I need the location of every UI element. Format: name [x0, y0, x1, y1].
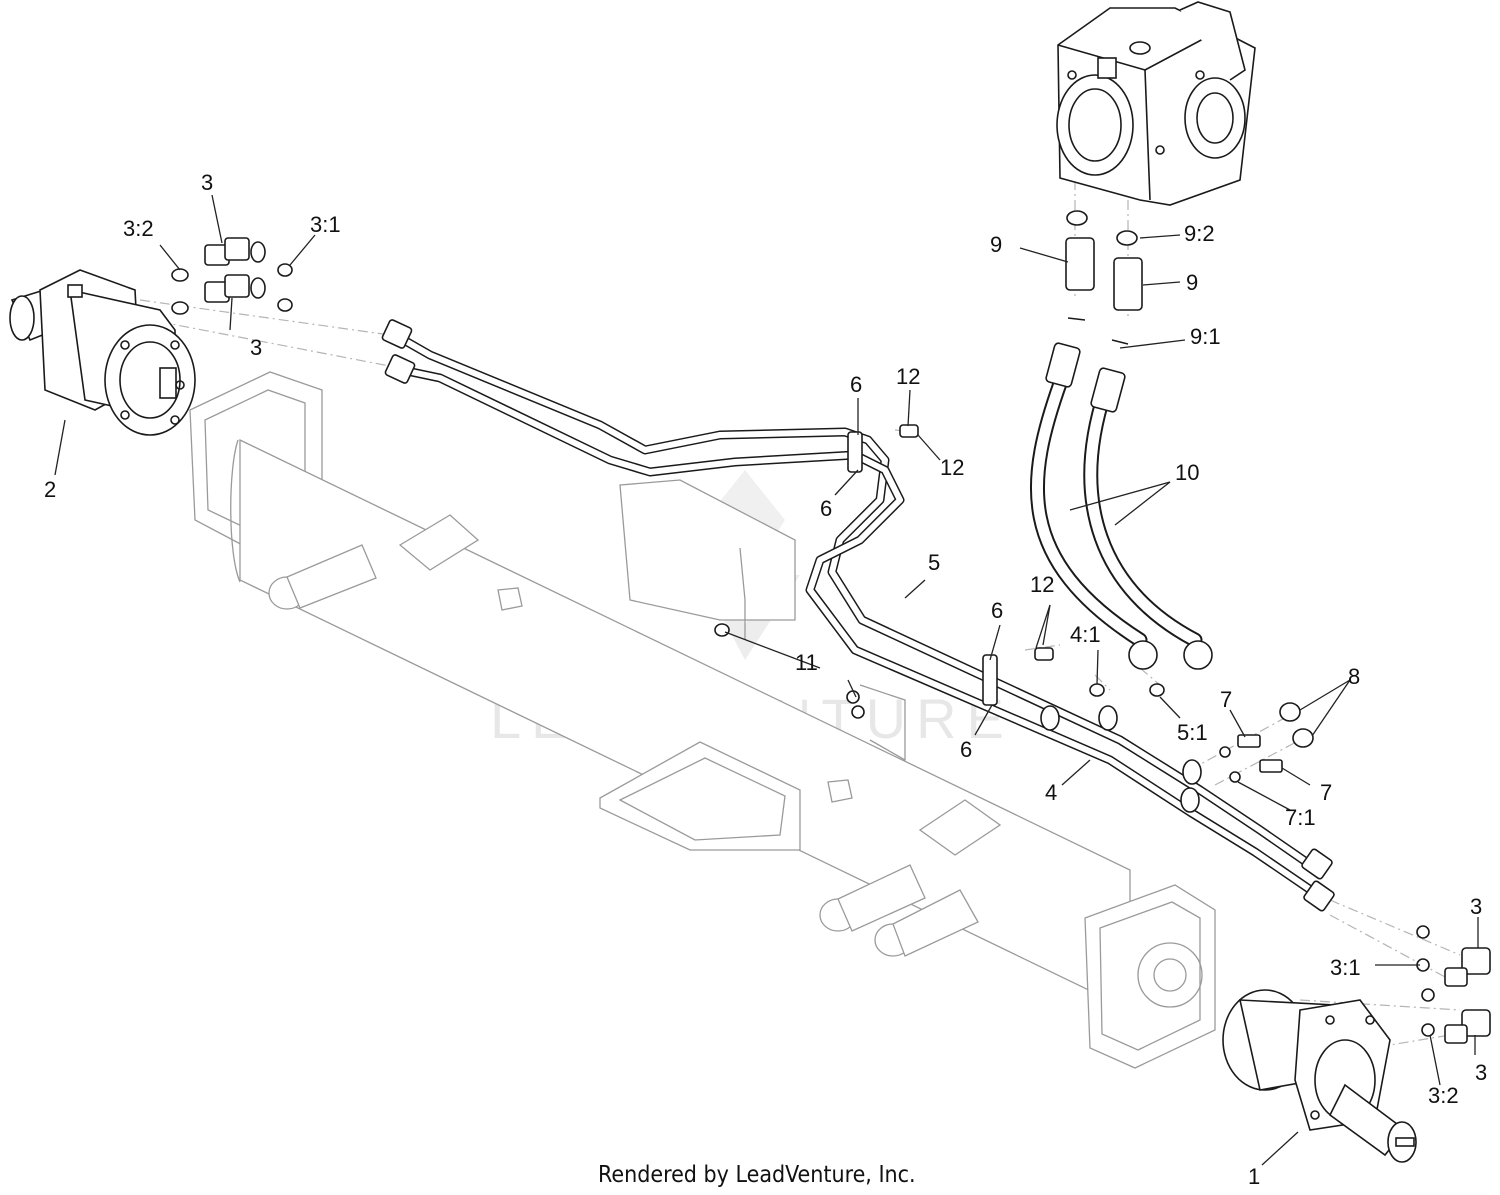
fittings	[171, 210, 1491, 1044]
callout-7-lower: 7	[1320, 780, 1332, 805]
axle-frame	[189, 371, 1216, 1069]
callout-11: 11	[795, 650, 818, 675]
callout-3-2-right: 3:2	[1428, 1083, 1459, 1108]
hydraulic-hoses	[1030, 342, 1213, 670]
callout-6-lower-a: 6	[991, 598, 1003, 623]
callout-6-upper-b: 6	[820, 496, 832, 521]
callout-12-upper-b: 12	[940, 455, 964, 480]
callout-2: 2	[44, 477, 56, 502]
clamps-and-bolts	[714, 424, 1054, 719]
callout-8: 8	[1348, 664, 1360, 689]
callout-9-1: 9:1	[1190, 324, 1221, 349]
callout-3-right-bottom: 3	[1475, 1060, 1487, 1085]
footer-credit: Rendered by LeadVenture, Inc.	[598, 1162, 916, 1188]
left-wheel-motor	[9, 269, 196, 436]
callout-3-left-top: 3	[201, 170, 213, 195]
callout-3-2-left: 3:2	[123, 216, 154, 241]
callout-3-left-bottom: 3	[250, 335, 262, 360]
callout-9-left: 9	[990, 232, 1002, 257]
callout-9-2: 9:2	[1184, 221, 1215, 246]
callout-6-lower-b: 6	[960, 737, 972, 762]
callout-1: 1	[1248, 1164, 1260, 1189]
callout-3-right-top: 3	[1470, 894, 1482, 919]
callout-labels: 1 2 3 3 3 3 3:1 3:1 3:2 3:2 4 4:1 5 5:1 …	[44, 170, 1487, 1189]
callout-10: 10	[1175, 460, 1199, 485]
hydraulic-tubes	[381, 319, 1335, 912]
callout-3-1-right: 3:1	[1330, 955, 1361, 980]
callout-12-lower: 12	[1030, 572, 1054, 597]
callout-5-1: 5:1	[1177, 720, 1208, 745]
callout-5: 5	[928, 550, 940, 575]
callout-7-1: 7:1	[1285, 805, 1316, 830]
callout-4-1: 4:1	[1070, 622, 1101, 647]
callout-3-1-left: 3:1	[310, 212, 341, 237]
right-wheel-motor	[1222, 989, 1417, 1163]
callout-4: 4	[1045, 780, 1057, 805]
leader-lines	[54, 194, 1479, 1166]
callout-9-right: 9	[1186, 270, 1198, 295]
callout-6-upper-a: 6	[850, 372, 862, 397]
callout-12-upper-a: 12	[896, 364, 920, 389]
hydraulic-pump	[1056, 1, 1256, 206]
callout-7-upper: 7	[1220, 687, 1232, 712]
